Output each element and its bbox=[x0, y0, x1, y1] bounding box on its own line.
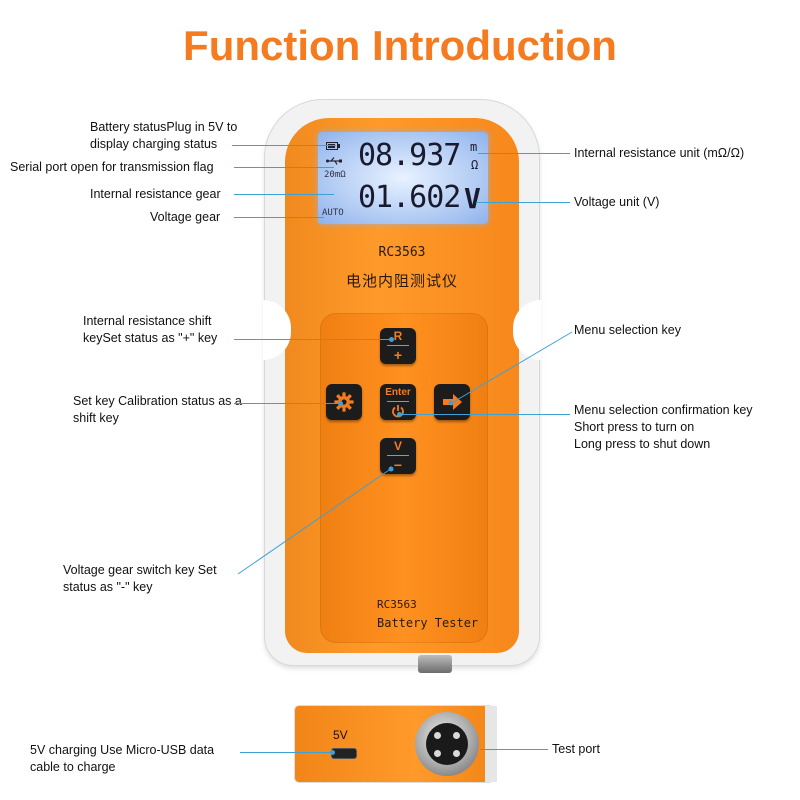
label-voltage-switch-key: Voltage gear switch key Set status as "-… bbox=[63, 563, 217, 594]
label-charging-port: 5V charging Use Micro-USB data cable to … bbox=[30, 743, 215, 774]
leader-line bbox=[234, 403, 340, 404]
leader-dot bbox=[397, 412, 402, 417]
test-port-pin bbox=[453, 750, 460, 757]
leader-diagonal bbox=[237, 466, 394, 575]
leader-line bbox=[234, 167, 334, 168]
lcd-resistance-value: 08.937 bbox=[358, 138, 461, 173]
usb-icon bbox=[326, 157, 342, 165]
key-v-label: V bbox=[393, 439, 402, 453]
micro-usb-port[interactable] bbox=[331, 748, 357, 759]
label-test-port: Test port bbox=[552, 742, 600, 756]
test-port-pin bbox=[453, 732, 460, 739]
leader-line bbox=[400, 414, 570, 415]
label-voltage-gear: Voltage gear bbox=[150, 210, 221, 224]
leader-line bbox=[480, 749, 548, 750]
leader-dot bbox=[330, 750, 335, 755]
label-set-key: Set key Calibration status as a shift ke… bbox=[73, 394, 242, 425]
device-model: RC3563 bbox=[378, 245, 426, 260]
leader-line bbox=[234, 339, 392, 340]
bottom-view-edge bbox=[485, 706, 497, 782]
usb-port-label: 5V bbox=[333, 728, 348, 742]
label-battery-status: Battery statusPlug in 5V to display char… bbox=[90, 120, 238, 151]
label-resistance-gear: Internal resistance gear bbox=[90, 187, 221, 201]
test-port-pin bbox=[434, 732, 441, 739]
label-short-press: Short press to turn on bbox=[574, 420, 695, 434]
label-long-press: Long press to shut down bbox=[574, 437, 711, 451]
leader-line bbox=[234, 217, 324, 218]
lcd-voltage-value: 01.602 bbox=[358, 180, 461, 215]
label-menu-selection-key: Menu selection key bbox=[574, 323, 682, 337]
test-port-pin bbox=[434, 750, 441, 757]
leader-dot bbox=[389, 337, 394, 342]
label-menu-confirm-key: Menu selection confirmation key bbox=[574, 403, 753, 417]
device-bottom-name: Battery Tester bbox=[377, 616, 479, 630]
lcd-resistance-unit-ohm: Ω bbox=[471, 158, 479, 172]
device-chinese-name: 电池内阻测试仪 bbox=[345, 272, 458, 290]
label-resistance-shift-key: Internal resistance shift keySet status … bbox=[83, 314, 218, 345]
key-enter-label: Enter bbox=[385, 387, 411, 398]
leader-line bbox=[240, 752, 332, 753]
leader-diagonal bbox=[448, 331, 573, 406]
leader-line bbox=[232, 145, 336, 146]
voltage-switch-key[interactable]: V − bbox=[380, 438, 416, 474]
lcd-auto-label: AUTO bbox=[322, 208, 344, 218]
resistance-shift-key[interactable]: R + bbox=[380, 328, 416, 364]
label-resistance-unit: Internal resistance unit (mΩ/Ω) bbox=[574, 146, 745, 160]
battery-icon bbox=[326, 142, 340, 150]
lcd-gear-label: 20mΩ bbox=[324, 170, 346, 180]
keypad-panel bbox=[320, 313, 488, 643]
lcd-screen: 20mΩ AUTO 08.937 m Ω 01.602 V bbox=[318, 132, 488, 224]
leader-line bbox=[234, 194, 334, 195]
lcd-resistance-unit-milli: m bbox=[470, 140, 478, 154]
device-connector bbox=[418, 655, 452, 673]
label-voltage-unit: Voltage unit (V) bbox=[574, 195, 660, 209]
set-key[interactable] bbox=[326, 384, 362, 420]
key-minus-label: − bbox=[393, 457, 403, 473]
label-serial-port: Serial port open for transmission flag bbox=[10, 160, 214, 174]
key-plus-label: + bbox=[393, 347, 403, 363]
leader-line bbox=[478, 153, 570, 154]
leader-dot bbox=[338, 401, 343, 406]
key-r-label: R bbox=[393, 329, 403, 343]
leader-line bbox=[476, 202, 570, 203]
lcd-voltage-unit: V bbox=[464, 182, 481, 215]
device-bottom-model: RC3563 bbox=[377, 598, 417, 611]
gear-icon bbox=[334, 392, 354, 412]
page-title: Function Introduction bbox=[183, 22, 617, 69]
test-port-socket bbox=[426, 723, 468, 765]
